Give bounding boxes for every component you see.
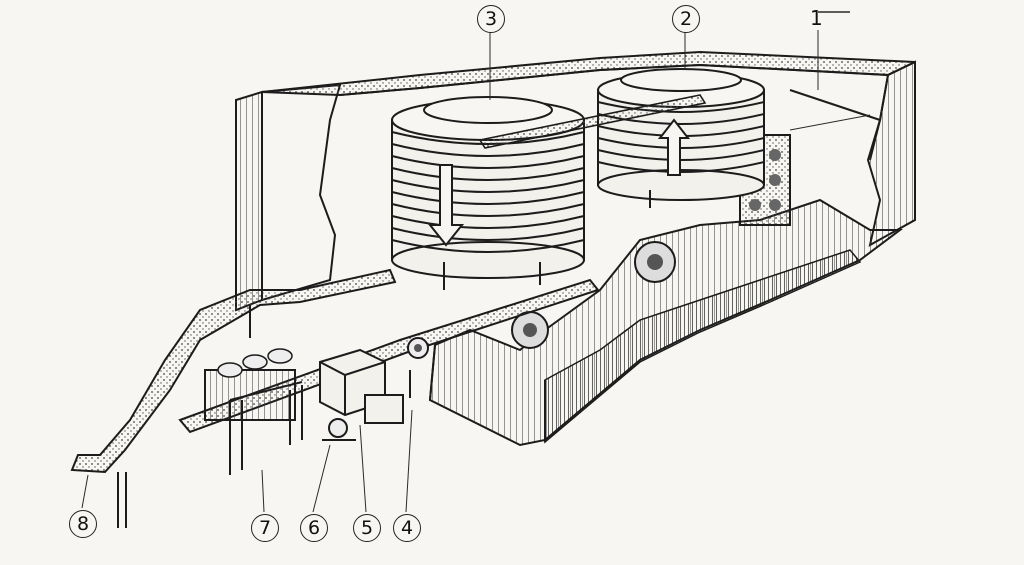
enclosure-right-wall: [789, 60, 916, 247]
enclosure-top-rim: [261, 50, 916, 97]
callout-4: 4: [393, 514, 421, 542]
callout-5: 5: [353, 514, 381, 542]
spiral-drum-2: [597, 68, 765, 208]
leader-lines: [81, 11, 850, 513]
down-arrow-icon: [427, 164, 465, 247]
callout-8: 8: [69, 510, 97, 538]
unit-7-rack: [204, 348, 303, 475]
callout-3: 3: [477, 5, 505, 33]
callout-6: 6: [300, 514, 328, 542]
outfeed-conveyor: [70, 268, 397, 474]
label-1: 1: [810, 6, 823, 30]
unit-4-roller: [407, 337, 429, 398]
callout-2: 2: [672, 5, 700, 33]
callout-7: 7: [251, 514, 279, 542]
enclosure-left-wall: [235, 83, 342, 312]
unit-6-motor: [322, 418, 356, 441]
transfer-belt: [478, 94, 707, 149]
spiral-drum-3: [391, 96, 585, 290]
unit-5-box: [319, 348, 404, 424]
up-arrow-icon: [657, 118, 691, 176]
